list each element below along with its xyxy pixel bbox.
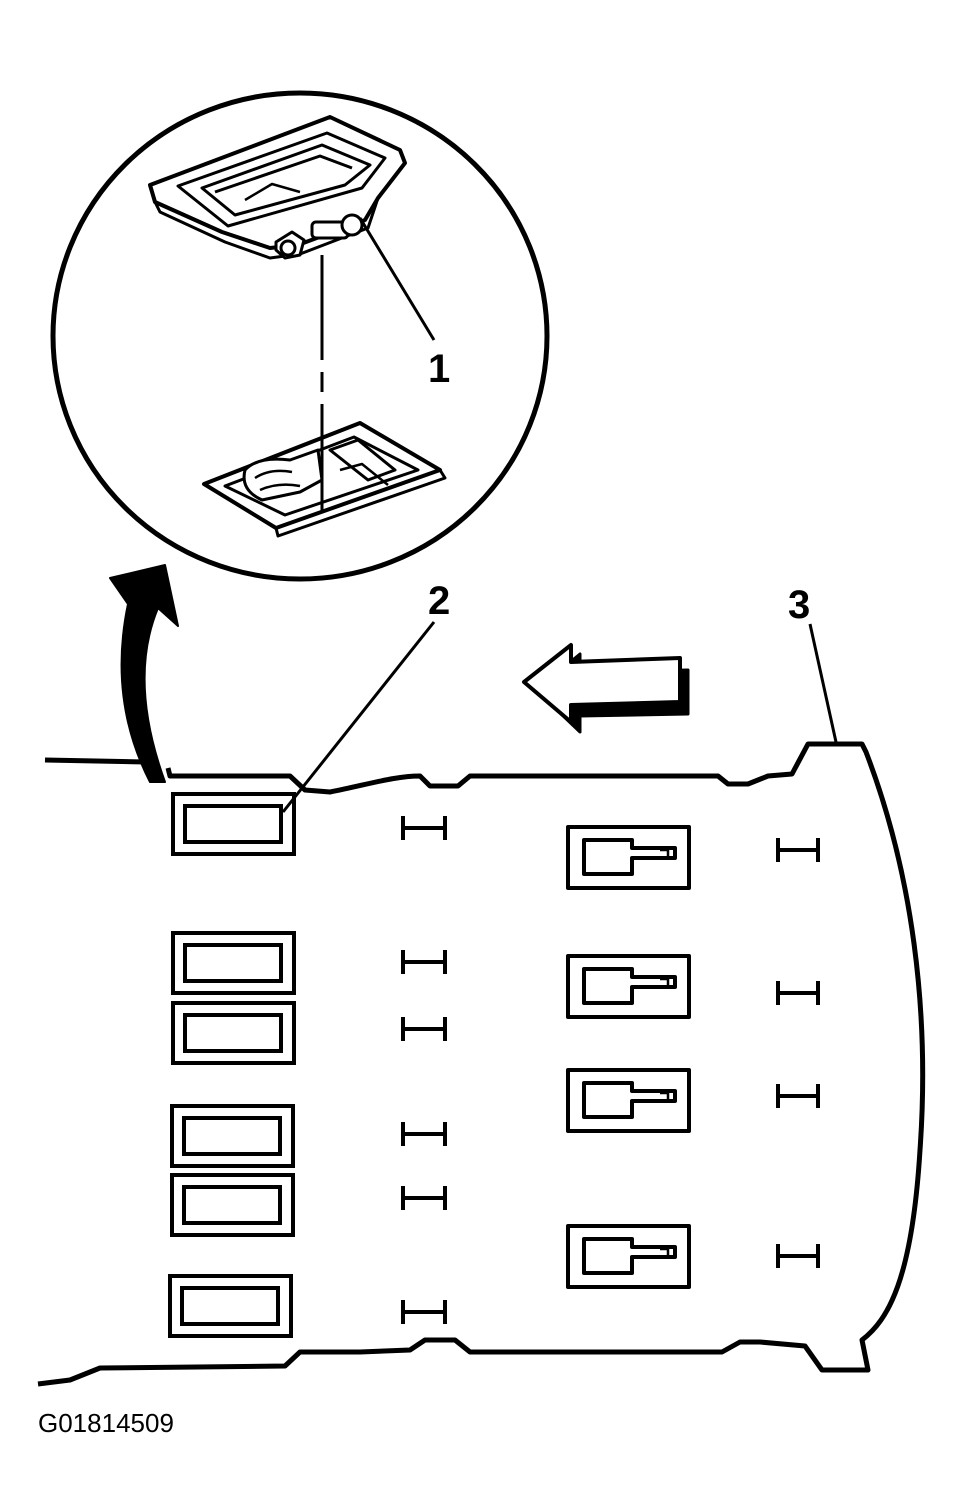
relay-slot [566, 1068, 691, 1133]
callout-3-leader [808, 623, 838, 743]
fuse-slot [171, 792, 296, 856]
relay-slot [566, 825, 691, 890]
detail-view: 1 [50, 90, 550, 582]
fuse-slots-left [168, 792, 296, 1338]
removal-arrow [109, 564, 179, 783]
fuse-block [37, 741, 926, 1387]
relay-slot [566, 1224, 691, 1289]
callout-2-leader [281, 621, 436, 813]
figure-id: G01814509 [38, 1408, 174, 1438]
detail-circle [50, 90, 550, 582]
test-points-right [776, 838, 820, 1268]
callout-3: 3 [788, 583, 838, 743]
fuse-component [148, 115, 407, 260]
relay-slots-right [566, 825, 691, 1289]
fuse-block-outline [37, 741, 926, 1387]
fuse-slot [171, 931, 296, 995]
callout-3-label: 3 [788, 583, 810, 627]
test-points-left [401, 816, 447, 1324]
direction-arrow [522, 643, 690, 734]
callout-1-label: 1 [428, 347, 450, 391]
callout-2: 2 [281, 579, 450, 813]
relay-slot [566, 954, 691, 1019]
fuse-slot [168, 1274, 293, 1338]
fuse-socket [202, 421, 447, 538]
fuse-slot [170, 1104, 295, 1168]
fuse-slot [170, 1173, 295, 1237]
callout-1-leader [358, 217, 436, 341]
callout-2-label: 2 [428, 579, 450, 623]
fuse-slot [171, 1001, 296, 1065]
